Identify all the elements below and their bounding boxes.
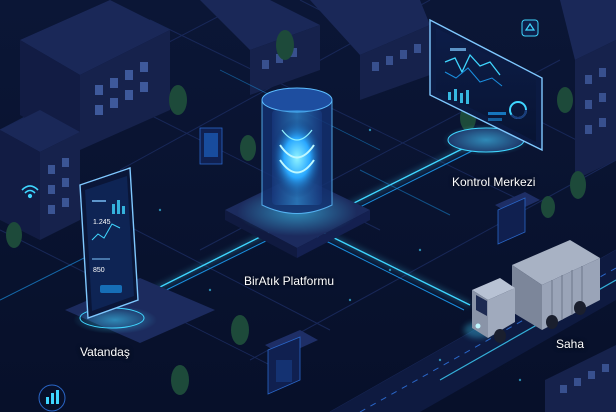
ambient-lights bbox=[158, 128, 522, 382]
citizen-label: Vatandaş bbox=[80, 345, 130, 359]
control-center-label: Kontrol Merkezi bbox=[452, 175, 536, 189]
buildings-top-left bbox=[0, 0, 170, 240]
smartphone-icon bbox=[79, 167, 139, 319]
monitor-icon bbox=[429, 18, 543, 152]
garbage-truck-icon bbox=[464, 240, 600, 343]
bar-chart-icon bbox=[38, 384, 66, 412]
recycle-icon bbox=[521, 19, 539, 37]
data-tower-icon bbox=[261, 87, 333, 214]
building-bottom-right bbox=[545, 345, 616, 412]
bus-stop-icon bbox=[265, 330, 318, 395]
buildings-top-right bbox=[560, 0, 616, 180]
data-flow-lines bbox=[0, 69, 616, 381]
wifi-icon bbox=[21, 185, 39, 199]
phone-metric-1: 1.245 bbox=[93, 219, 111, 226]
billboard bbox=[199, 127, 223, 165]
platform-label: BirAtık Platformu bbox=[244, 274, 335, 288]
phone-metric-2: 850 bbox=[93, 267, 105, 274]
trees bbox=[6, 30, 586, 395]
bus-stop-icon bbox=[495, 192, 540, 245]
field-label: Saha bbox=[556, 337, 585, 351]
